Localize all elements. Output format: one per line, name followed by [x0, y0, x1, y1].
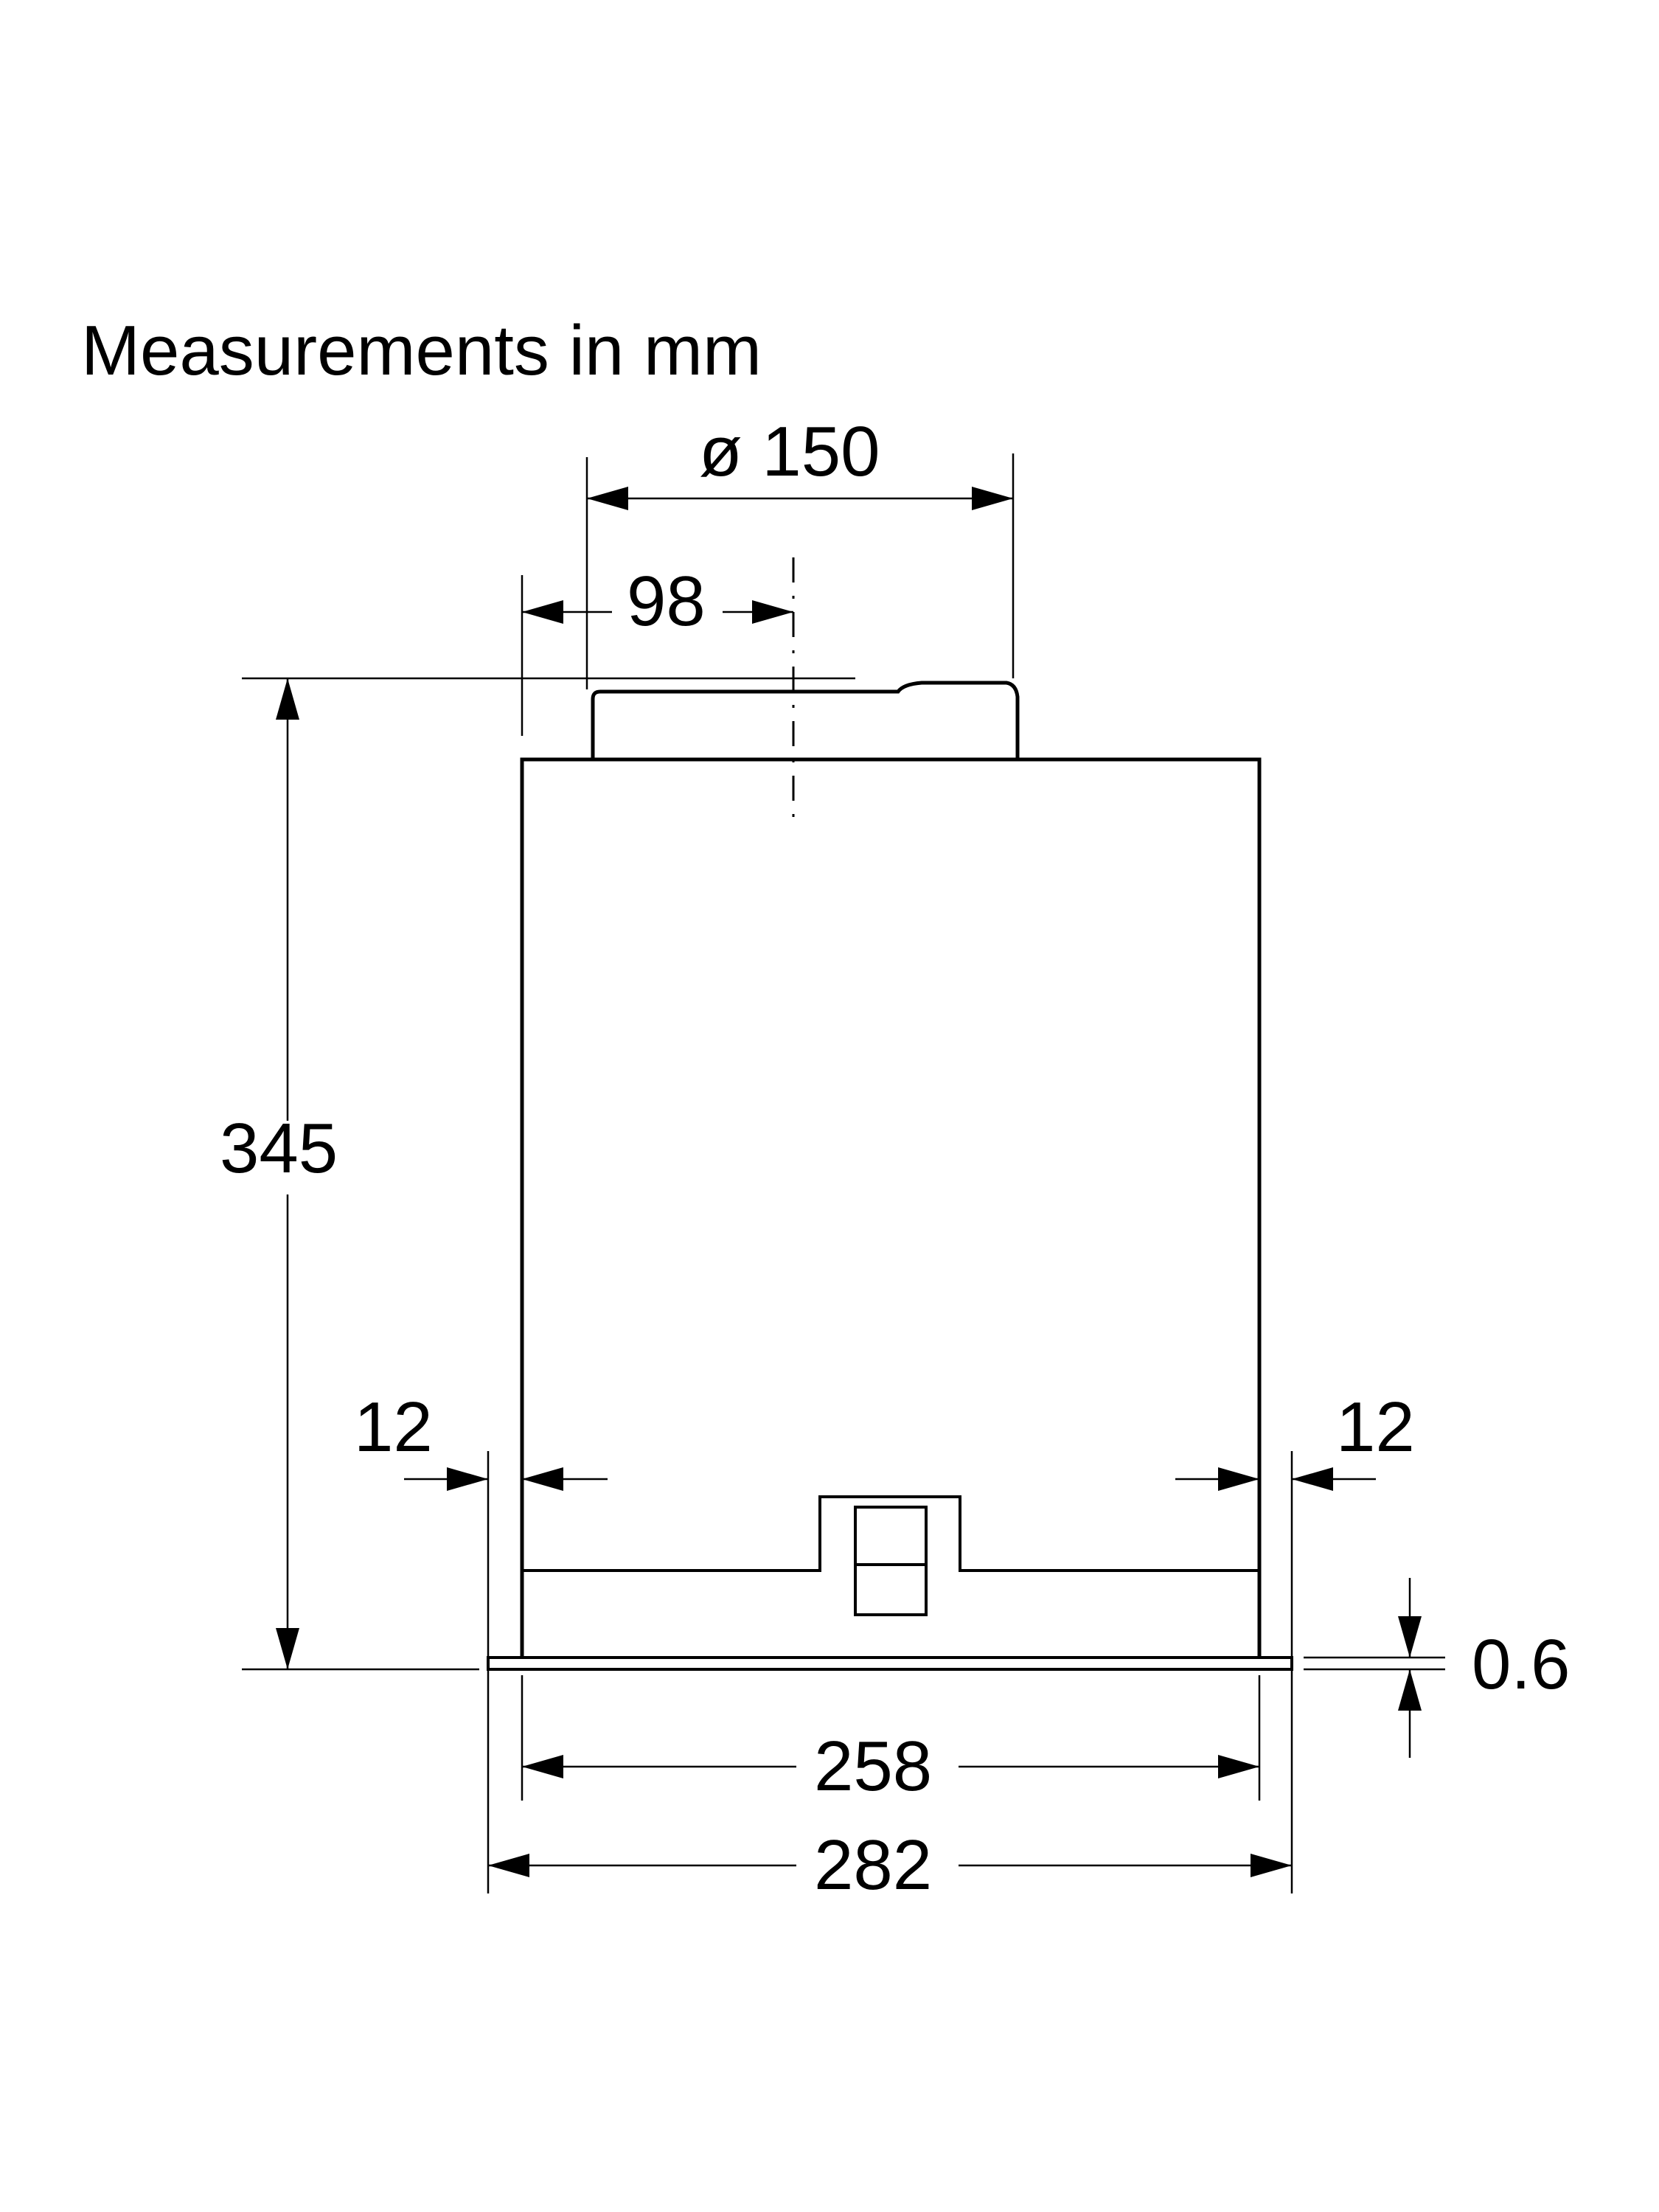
label-right-margin: 12: [1336, 1388, 1415, 1467]
label-body-width: 258: [814, 1727, 932, 1806]
dim-body-width: 258: [522, 1727, 1259, 1806]
dim-duct-offset: 98: [522, 562, 793, 641]
dim-right-margin: 12: [1175, 1388, 1415, 1491]
label-total-height: 345: [220, 1109, 338, 1188]
dim-left-margin: 12: [354, 1388, 608, 1491]
label-duct-diameter: ø 150: [699, 412, 880, 491]
dim-panel-width: 282: [488, 1826, 1292, 1905]
appliance-outline: [487, 681, 1293, 1671]
dim-total-height: 345: [220, 678, 338, 1669]
control-tab: [854, 1506, 928, 1616]
label-panel-width: 282: [814, 1826, 932, 1905]
extension-lines: [242, 453, 1445, 1893]
measurements-caption: Measurements in mm: [81, 311, 762, 390]
dim-duct-diameter: ø 150: [587, 412, 1013, 510]
lower-rail: [522, 1495, 1259, 1572]
label-duct-offset: 98: [627, 562, 706, 641]
label-panel-thickness: 0.6: [1472, 1625, 1570, 1704]
body-outline: [520, 757, 1262, 1658]
duct-collar: [591, 681, 1020, 759]
bottom-panel: [487, 1656, 1293, 1671]
label-left-margin: 12: [354, 1388, 433, 1467]
dim-panel-thickness: 0.6: [1398, 1578, 1570, 1758]
